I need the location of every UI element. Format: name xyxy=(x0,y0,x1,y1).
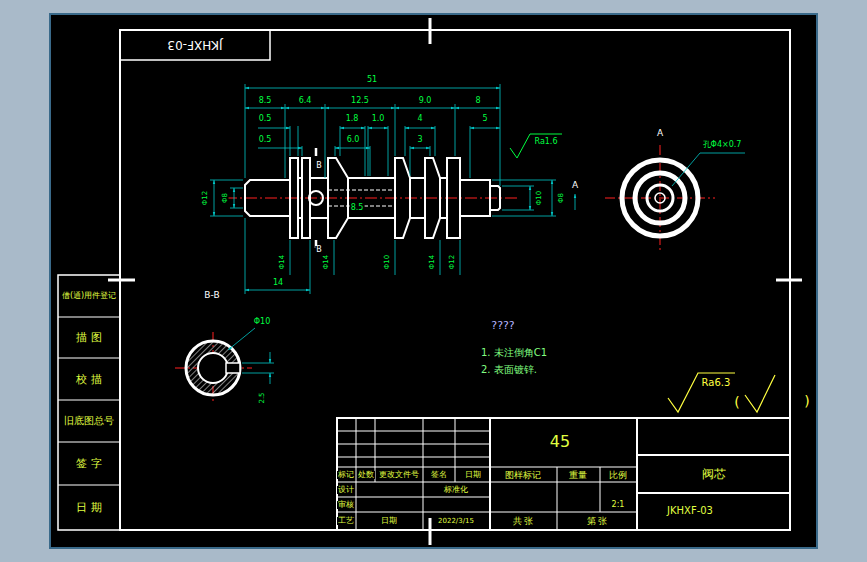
dimension-text: Φ12 xyxy=(202,190,209,206)
end-view xyxy=(605,145,745,252)
dimension-text: 0.5 xyxy=(258,136,273,144)
table-cell: 描 图 xyxy=(75,332,103,343)
dimension-text: 8 xyxy=(474,97,481,105)
table-cell: 2022/3/15 xyxy=(437,518,475,525)
table-cell: 第 张 xyxy=(586,517,609,526)
callout-text: 孔Φ4×0.7 xyxy=(702,141,743,149)
dimension-text: 12.5 xyxy=(350,97,370,105)
dimension-text: Φ8 xyxy=(558,192,565,204)
view-label: B-B xyxy=(203,291,220,300)
roughness-symbol xyxy=(510,134,562,158)
table-cell: 重量 xyxy=(568,470,588,479)
note-text: 1. 未注倒角C1 xyxy=(480,348,548,358)
dimension-line xyxy=(210,84,575,294)
table-cell: 日 期 xyxy=(75,502,103,513)
shaft-outline xyxy=(245,158,500,238)
view-label: A xyxy=(571,181,579,190)
dimension-text: 3 xyxy=(416,136,423,144)
dimension-text: Φ14 xyxy=(429,254,436,270)
roughness-text: Ra6.3 xyxy=(701,378,732,388)
table-cell: 签名 xyxy=(430,471,448,479)
center-line xyxy=(225,198,520,199)
dimension-text: 51 xyxy=(366,76,378,84)
dimension-text: 8.5 xyxy=(350,204,365,212)
table-cell: 设计 xyxy=(337,486,355,494)
table-cell: 更改文件号 xyxy=(378,471,420,479)
table-cell: 共 张 xyxy=(512,517,535,526)
table-cell: 日期 xyxy=(380,517,398,525)
table-cell: 签 字 xyxy=(75,458,103,469)
dimension-text: 14 xyxy=(272,279,284,287)
dimension-text: 6.4 xyxy=(298,97,313,105)
table-cell: 审核 xyxy=(337,501,355,509)
dimension-text: 9.0 xyxy=(418,97,433,105)
table-cell: 图样标记 xyxy=(504,470,542,479)
dimension-text: 1.8 xyxy=(345,115,360,123)
roughness-bracket: ( xyxy=(733,395,740,409)
table-cell: 工艺 xyxy=(337,517,355,525)
note-text: 2. 表面镀锌. xyxy=(480,365,538,375)
dimension-text: 1.0 xyxy=(371,115,386,123)
dimension-text: 2.5 xyxy=(259,391,266,404)
dimension-text: 8.5 xyxy=(258,97,273,105)
dimension-text: 4 xyxy=(416,115,423,123)
dimension-text: 6.0 xyxy=(346,136,361,144)
table-cell: 日期 xyxy=(464,471,482,479)
dimension-text: Φ10 xyxy=(536,190,543,206)
dimension-text: Φ10 xyxy=(253,318,271,326)
drawing-number: JKHXF-03 xyxy=(166,39,223,51)
table-cell: 比例 xyxy=(608,470,628,479)
view-label: A xyxy=(656,129,664,138)
dimension-text: 5 xyxy=(481,115,488,123)
dimension-text: Φ12 xyxy=(449,254,456,270)
dimension-text: Φ8 xyxy=(222,192,229,204)
table-cell: 标准化 xyxy=(443,486,469,494)
section-view xyxy=(175,328,274,404)
part-name: 阀芯 xyxy=(701,468,727,480)
table-cell: 2:1 xyxy=(611,501,626,509)
section-mark: B xyxy=(315,162,323,170)
dimension-text: Φ14 xyxy=(279,254,286,270)
note-heading: ???? xyxy=(490,320,515,331)
sheet xyxy=(50,14,817,548)
table-cell: 处数 xyxy=(357,471,375,479)
roughness-text: Ra1.6 xyxy=(533,138,558,146)
material-text: 45 xyxy=(549,434,571,450)
title-block xyxy=(337,418,790,530)
roughness-bracket: ) xyxy=(803,394,810,408)
drawing-number: JKHXF-03 xyxy=(666,506,714,516)
dimension-text: Φ10 xyxy=(384,254,391,270)
table-cell: 标记 xyxy=(337,471,355,479)
table-cell: 旧底图总号 xyxy=(63,416,115,426)
frame xyxy=(58,18,802,545)
table-cell: 借(通)用件登记 xyxy=(61,292,117,300)
dimension-text: Φ14 xyxy=(323,254,330,270)
roughness-symbol xyxy=(668,373,775,412)
dimension-text: 0.5 xyxy=(258,115,273,123)
table-cell: 校 描 xyxy=(75,374,103,385)
